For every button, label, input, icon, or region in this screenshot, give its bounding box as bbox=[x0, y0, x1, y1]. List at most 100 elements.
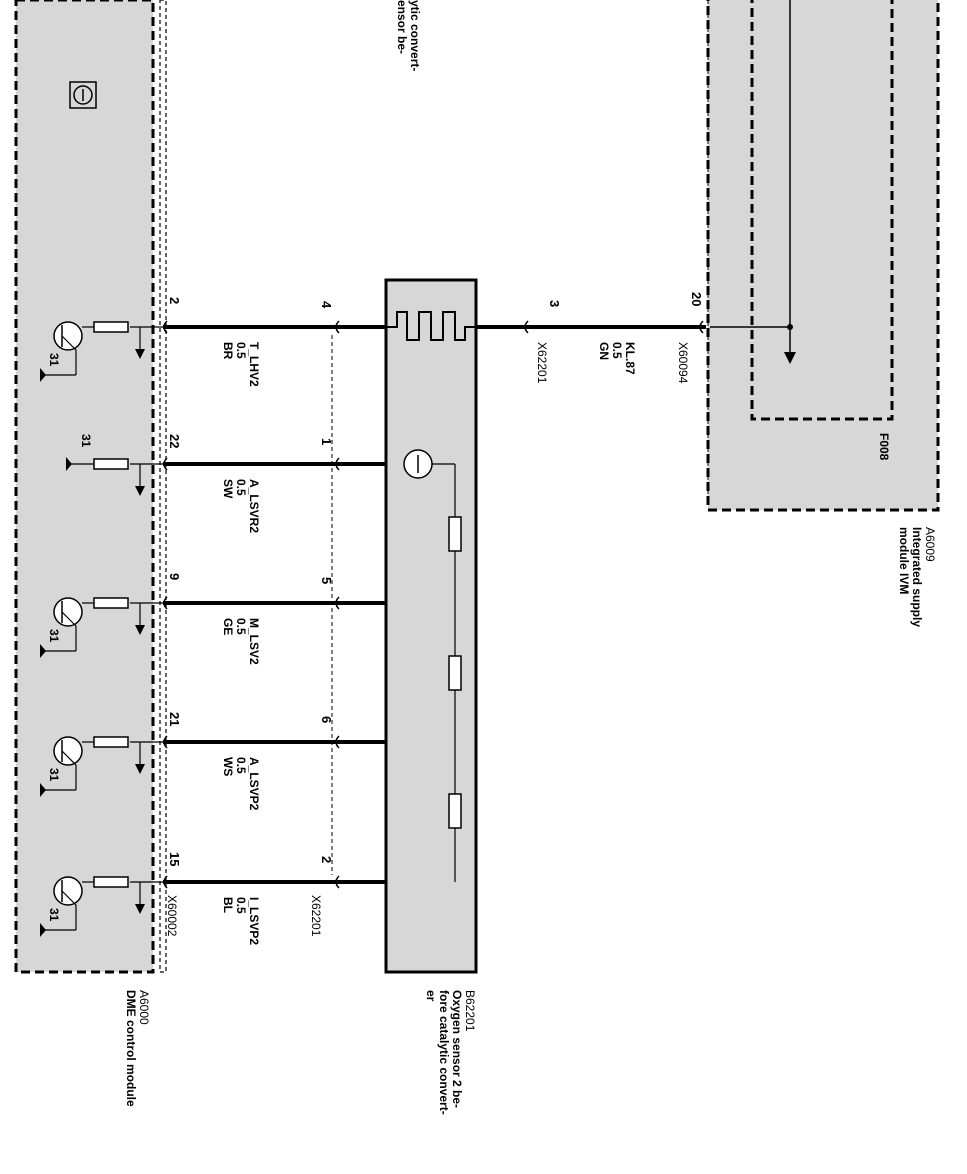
oxygen-sensor-box bbox=[384, 278, 478, 974]
dme-pin-number-group: 9 bbox=[167, 573, 182, 580]
connector-pin-icon bbox=[163, 875, 168, 889]
wire-size-group: 0.5 bbox=[234, 479, 248, 496]
dme-symbol-icon bbox=[69, 81, 97, 109]
ivm-module-box bbox=[706, 0, 940, 512]
ivm-junction bbox=[787, 324, 793, 330]
transistor-emitter bbox=[61, 890, 77, 906]
ivm-name-line-1: Integrated supply bbox=[910, 527, 924, 627]
sensor-pin-number: 2 bbox=[319, 856, 334, 863]
dme-id: A6000 bbox=[137, 990, 151, 1025]
sensor-connector-bottom-label: X62201 bbox=[309, 895, 323, 937]
sensor-pin-number-group: 6 bbox=[319, 716, 334, 723]
arrow-down-icon bbox=[135, 625, 145, 635]
connector-pin-icon bbox=[163, 596, 168, 610]
supply-ivm-pin: 20 bbox=[689, 292, 704, 306]
wire-size-group: 0.5 bbox=[234, 342, 248, 359]
wire-color-group: BR bbox=[221, 342, 235, 360]
resistor-icon bbox=[93, 321, 129, 333]
dme-pin-number: 22 bbox=[167, 434, 182, 448]
sensor-connector-bottom-label-group: X62201 bbox=[309, 895, 323, 937]
sensor-connector-label: X62201 bbox=[535, 342, 549, 384]
sensor-name-line-1: Oxygen sensor 2 be- bbox=[450, 990, 464, 1108]
wire-signal: M_LSV2 bbox=[247, 618, 261, 665]
transistor-emitter bbox=[61, 335, 77, 351]
heater-element-icon bbox=[386, 311, 476, 341]
resistor-icon bbox=[93, 736, 129, 748]
sensor-pin-number: 6 bbox=[319, 716, 334, 723]
dme-connector-outline bbox=[159, 0, 167, 973]
arrow-down-icon bbox=[135, 904, 145, 914]
wire-color-group: GE bbox=[221, 618, 235, 635]
sensor-pin-number: 4 bbox=[319, 301, 334, 309]
fuse-f008-box bbox=[750, 0, 894, 421]
arrow-down-icon bbox=[784, 352, 796, 364]
dme-pin-number-group: 22 bbox=[167, 434, 182, 448]
sensor-pin-number-group: 2 bbox=[319, 856, 334, 863]
wire-size: 0.5 bbox=[234, 342, 248, 359]
ground-label: 31 bbox=[47, 353, 61, 367]
dme-connector-label-group: X60002 bbox=[165, 895, 179, 937]
wire-signal: A_LSVR2 bbox=[247, 479, 261, 533]
ground-label-group: 31 bbox=[47, 908, 61, 922]
wire-signal-group: M_LSV2 bbox=[247, 618, 261, 665]
supply-sensor-pin: 3 bbox=[547, 300, 562, 307]
resistor-icon bbox=[448, 655, 462, 691]
dme-pin-number-group: 2 bbox=[167, 297, 182, 304]
sensor-pin-number: 1 bbox=[319, 438, 334, 445]
arrow-down-icon bbox=[135, 764, 145, 774]
resistor-icon bbox=[93, 458, 129, 470]
transistor-icon bbox=[53, 321, 83, 351]
supply-color: GN bbox=[597, 342, 611, 360]
connector-pin-icon bbox=[163, 457, 168, 471]
wire-color: GE bbox=[221, 618, 235, 635]
arrow-down-icon bbox=[135, 486, 145, 496]
dme-connector-label: X60002 bbox=[165, 895, 179, 937]
transistor-icon bbox=[53, 876, 83, 906]
sensor-pin-number-group: 4 bbox=[319, 301, 334, 309]
ground-label: 31 bbox=[47, 908, 61, 922]
top-caption-line-1: ensor be- bbox=[395, 0, 409, 54]
ground-arrow-icon bbox=[66, 457, 72, 471]
wire-signal: A_LSVP2 bbox=[247, 757, 261, 811]
ground-arrow-icon bbox=[40, 783, 46, 797]
wire-signal: T_LHV2 bbox=[247, 342, 261, 387]
sensor-id: B62201 bbox=[463, 990, 477, 1032]
ground-label: 31 bbox=[47, 768, 61, 782]
resistor-icon bbox=[93, 597, 129, 609]
wire-size: 0.5 bbox=[234, 897, 248, 914]
ground-label-group: 31 bbox=[47, 353, 61, 367]
wire-size-group: 0.5 bbox=[234, 618, 248, 635]
ground-label: 31 bbox=[79, 434, 93, 448]
fuse-label: F008 bbox=[877, 433, 891, 461]
sensor-pin-number: 5 bbox=[319, 577, 334, 584]
wire-size: 0.5 bbox=[234, 479, 248, 496]
connector-pin-icon bbox=[699, 320, 704, 334]
connector-pin-icon bbox=[335, 735, 340, 749]
arrow-down-icon bbox=[135, 349, 145, 359]
supply-size: 0.5 bbox=[610, 342, 624, 359]
wire-signal: I_LSVP2 bbox=[247, 897, 261, 945]
ivm-id: A6009 bbox=[923, 527, 937, 562]
dme-pin-number: 9 bbox=[167, 573, 182, 580]
ground-arrow-icon bbox=[40, 644, 46, 658]
connector-pin-icon bbox=[335, 320, 340, 334]
ground-label-group: 31 bbox=[47, 768, 61, 782]
ivm-name-line-2: module IVM bbox=[897, 527, 911, 594]
wire-color: BR bbox=[221, 342, 235, 360]
ground-label-group: 31 bbox=[47, 629, 61, 643]
wire-signal-group: A_LSVP2 bbox=[247, 757, 261, 811]
connector-pin-icon bbox=[524, 320, 529, 334]
connector-pin-icon bbox=[335, 457, 340, 471]
transistor-emitter bbox=[61, 750, 77, 766]
transistor-icon bbox=[53, 597, 83, 627]
sensor-name-line-3: er bbox=[424, 990, 438, 1002]
wire-color-group: SW bbox=[221, 479, 235, 499]
resistor-icon bbox=[93, 876, 129, 888]
wire-size: 0.5 bbox=[234, 757, 248, 774]
resistor-icon bbox=[448, 793, 462, 829]
sensor-pin-number-group: 1 bbox=[319, 438, 334, 445]
wire-size-group: 0.5 bbox=[234, 897, 248, 914]
transistor-emitter bbox=[61, 611, 77, 627]
dme-name: DME control module bbox=[124, 990, 138, 1107]
